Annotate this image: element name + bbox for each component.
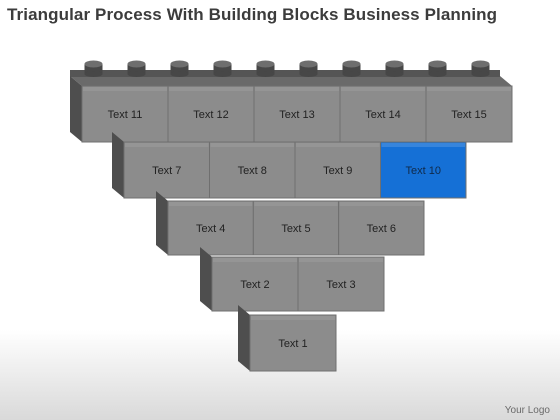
block-face: [294, 141, 381, 199]
block: Text 15: [425, 85, 513, 143]
block: Text 4: [167, 200, 254, 256]
stud: [471, 60, 490, 77]
block-shine: [251, 316, 335, 320]
block-row-side: [200, 247, 212, 311]
block-shine: [254, 202, 338, 206]
block-label: Text 5: [281, 223, 310, 235]
stud: [385, 60, 404, 77]
block-face: [252, 200, 340, 256]
block-label: Text 2: [240, 279, 269, 291]
block-face: [211, 256, 299, 312]
block: Text 10: [380, 141, 467, 199]
block-shine: [169, 87, 253, 91]
studs-layer: [70, 60, 512, 86]
block: Text 8: [209, 141, 296, 199]
block: Text 2: [211, 256, 299, 312]
block-label: Text 7: [152, 165, 181, 177]
block-row-2: Text 2 Text 3: [200, 247, 385, 312]
block: Text 3: [297, 256, 385, 312]
block-label: Text 1: [278, 338, 307, 350]
block-label: Text 14: [365, 109, 400, 121]
block-row-side: [112, 132, 124, 198]
block-face: [297, 256, 385, 312]
logo-text: Your Logo: [504, 405, 550, 416]
block-row-4: Text 7 Text 8 Text 9 Text 10: [112, 132, 467, 199]
block: Text 9: [294, 141, 381, 199]
block-label: Text 9: [323, 165, 352, 177]
stud: [213, 60, 232, 77]
top-slab-edge: [70, 70, 500, 77]
block-shine: [169, 202, 253, 206]
block-label: Text 15: [451, 109, 486, 121]
block-row-side: [156, 191, 168, 255]
block-label: Text 10: [406, 165, 441, 177]
block-label: Text 11: [108, 109, 143, 121]
block-shine: [210, 143, 294, 147]
block-row-side: [238, 305, 250, 371]
stud: [256, 60, 275, 77]
block-row-5: Text 11 Text 12 Text 13 Text 14 Text 15: [70, 76, 513, 143]
block-shine: [213, 258, 297, 262]
block-face-highlighted: [380, 141, 467, 199]
stud: [84, 60, 103, 77]
block: Text 5: [252, 200, 340, 256]
block-shine: [427, 87, 511, 91]
block-shine: [339, 202, 423, 206]
block-row-side: [70, 76, 82, 142]
stud: [428, 60, 447, 77]
stud: [170, 60, 189, 77]
block-label: Text 3: [326, 279, 355, 291]
block-shine: [83, 87, 167, 91]
block-shine: [255, 87, 339, 91]
block-shine: [299, 258, 383, 262]
stud: [299, 60, 318, 77]
block: Text 11: [81, 85, 169, 143]
block-face: [167, 200, 254, 256]
block: Text 7: [123, 141, 210, 199]
block-face: [425, 85, 513, 143]
block-row-3: Text 4 Text 5 Text 6: [156, 191, 425, 256]
block-label: Text 12: [193, 109, 228, 121]
block: Text 1: [249, 314, 337, 372]
block-label: Text 8: [238, 165, 267, 177]
block-face: [338, 200, 425, 256]
block-label: Text 6: [367, 223, 396, 235]
block-face: [339, 85, 427, 143]
top-slab: [70, 76, 512, 86]
block-shine: [381, 143, 465, 147]
block-face: [253, 85, 341, 143]
block: Text 6: [338, 200, 425, 256]
block-face: [249, 314, 337, 372]
block: Text 13: [253, 85, 341, 143]
block-shine: [341, 87, 425, 91]
block-shine: [296, 143, 380, 147]
block: Text 12: [167, 85, 255, 143]
block-row-1: Text 1: [238, 305, 337, 372]
block-label: Text 4: [196, 223, 225, 235]
stud: [342, 60, 361, 77]
stud: [127, 60, 146, 77]
block-face: [167, 85, 255, 143]
block-label: Text 13: [279, 109, 314, 121]
block: Text 14: [339, 85, 427, 143]
block-shine: [125, 143, 209, 147]
page-title: Triangular Process With Building Blocks …: [7, 5, 498, 24]
